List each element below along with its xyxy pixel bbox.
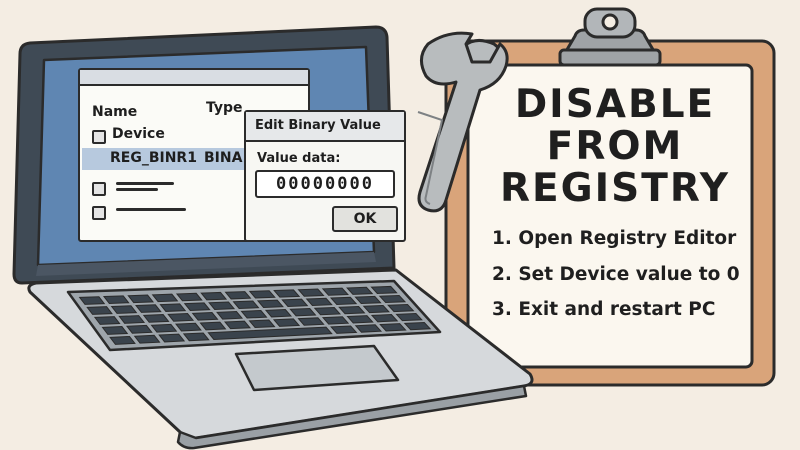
keyboard-key xyxy=(403,321,432,331)
keyboard-key xyxy=(305,297,333,307)
keyboard-key xyxy=(191,312,219,321)
registry-titlebar xyxy=(80,70,308,86)
dialog-title: Edit Binary Value xyxy=(255,118,381,133)
clipboard-title-line: DISABLE xyxy=(514,82,716,127)
keyboard-key xyxy=(297,317,325,326)
clipboard-title: DISABLE FROM REGISTRY xyxy=(486,84,744,210)
keyboard-key xyxy=(174,322,202,332)
clipboard-clip-icon xyxy=(558,7,662,67)
keyboard-key xyxy=(354,324,383,333)
keyboard-key xyxy=(207,326,333,341)
keyboard-key xyxy=(182,332,210,342)
keyboard-key xyxy=(354,295,382,305)
keyboard-key xyxy=(321,287,349,296)
step-item: 2. Set Device value to 0 xyxy=(492,264,740,285)
keyboard-key xyxy=(264,309,293,318)
ok-button[interactable]: OK xyxy=(332,206,398,232)
keyboard-key xyxy=(240,310,268,319)
clipboard-title-line: REGISTRY xyxy=(499,166,731,211)
keyboard-key xyxy=(102,295,130,305)
laptop-trackpad xyxy=(234,344,400,392)
keyboard-key xyxy=(118,315,146,324)
clipboard-title-line: FROM xyxy=(546,124,684,169)
dialog-titlebar xyxy=(246,112,404,142)
keyboard-key xyxy=(395,312,423,322)
keyboard-key xyxy=(289,307,317,317)
keyboard-key xyxy=(126,324,153,334)
keyboard-key xyxy=(370,285,398,294)
keyboard-key xyxy=(167,313,195,322)
wrench-icon xyxy=(417,31,509,213)
keyboard-key xyxy=(208,301,236,310)
keyboard-key xyxy=(110,305,138,314)
keyboard-key xyxy=(216,311,244,320)
row-checkbox-empty-2[interactable] xyxy=(92,206,106,220)
keyboard-key xyxy=(248,319,276,329)
keyboard-key xyxy=(281,298,309,307)
keyboard-key xyxy=(133,334,161,344)
placeholder-line xyxy=(116,182,174,185)
keyboard-key xyxy=(127,294,155,304)
step-item: 1. Open Registry Editor xyxy=(492,228,737,249)
column-header-name[interactable]: Name xyxy=(92,104,138,120)
keyboard-key xyxy=(273,289,301,298)
keyboard-key xyxy=(346,315,374,324)
keyboard-key xyxy=(338,305,366,315)
placeholder-line xyxy=(116,208,186,211)
placeholder-line xyxy=(116,188,158,191)
edit-binary-value-dialog: Edit Binary Value Value data: 00000000 O… xyxy=(244,110,406,242)
keyboard-key xyxy=(150,323,178,333)
keyboard-key xyxy=(135,304,162,313)
keyboard-key xyxy=(256,299,284,308)
keyboard-key xyxy=(109,335,136,345)
keyboard-key xyxy=(297,288,325,297)
registry-row-binary-name[interactable]: REG_BINR1 xyxy=(110,150,197,166)
keyboard-key xyxy=(272,318,301,327)
keyboard-key xyxy=(378,294,407,304)
keyboard-key xyxy=(199,321,227,331)
value-data-label: Value data: xyxy=(257,151,341,166)
registry-row-binary-type: BINA xyxy=(204,150,243,166)
keyboard-key xyxy=(142,314,170,323)
step-item: 3. Exit and restart PC xyxy=(492,299,716,320)
keyboard-key xyxy=(370,314,399,323)
keyboard-key xyxy=(86,306,113,315)
keyboard-key xyxy=(321,316,350,325)
keyboard-key xyxy=(159,303,187,312)
keyboard-key xyxy=(200,291,228,301)
registry-row-device-name[interactable]: Device xyxy=(112,126,165,142)
keyboard-key xyxy=(313,306,342,316)
row-checkbox-empty-1[interactable] xyxy=(92,182,106,196)
keyboard-key xyxy=(93,316,121,325)
keyboard-key xyxy=(329,296,358,306)
keyboard-key xyxy=(362,304,391,314)
keyboard-key xyxy=(330,325,358,334)
keyboard-key xyxy=(78,296,106,305)
keyboard-key xyxy=(175,292,203,302)
keyboard-key xyxy=(224,291,252,300)
keyboard-key xyxy=(346,286,374,295)
row-checkbox-device[interactable] xyxy=(92,130,106,144)
keyboard-key xyxy=(379,323,407,332)
keyboard-key xyxy=(158,333,186,343)
keyboard-key xyxy=(151,293,179,303)
keyboard-key xyxy=(248,290,276,299)
keyboard-keys xyxy=(78,285,432,345)
keyboard-key xyxy=(223,320,252,330)
keyboard-key xyxy=(183,302,211,311)
value-data-input[interactable]: 00000000 xyxy=(255,170,395,198)
keyboard-key xyxy=(387,303,415,313)
column-header-type[interactable]: Type xyxy=(206,100,243,116)
keyboard-key xyxy=(101,326,129,335)
keyboard-key xyxy=(232,300,260,309)
